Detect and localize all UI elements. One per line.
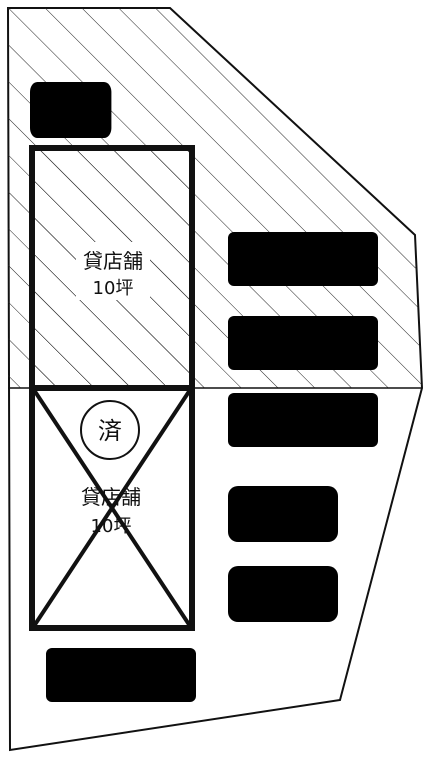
unit-1-name: 貸店舗 — [83, 249, 143, 273]
unit-2: 貸店舗 10坪 済 — [29, 385, 195, 631]
unit-1-size: 10坪 — [93, 278, 134, 299]
parking-space-4 — [228, 393, 378, 447]
parking-space-6 — [228, 566, 338, 622]
parking-space-1 — [30, 82, 112, 138]
parking-space-2 — [228, 232, 378, 286]
parking-space-3 — [228, 316, 378, 370]
parking-space-7 — [46, 648, 196, 702]
cross-line — [32, 388, 192, 628]
parking-space-5 — [228, 486, 338, 542]
rented-stamp — [80, 400, 140, 460]
rented-stamp-label: 済 — [98, 417, 122, 445]
unit-1: 貸店舗 10坪 — [29, 145, 195, 391]
